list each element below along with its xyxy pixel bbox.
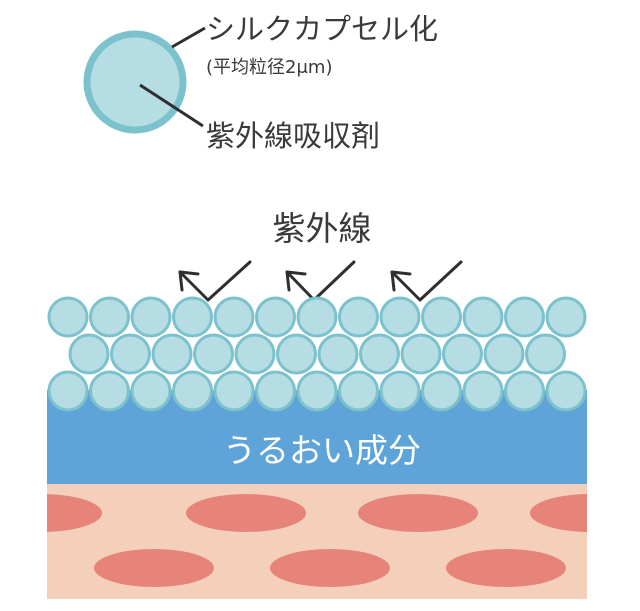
skin-layer (47, 484, 587, 599)
capsule-label: シルクカプセル化 (206, 12, 438, 46)
silk-capsule (213, 296, 255, 338)
skin-cell (446, 549, 566, 587)
silk-capsule (400, 333, 442, 375)
silk-capsule (462, 370, 504, 412)
silk-capsule (193, 333, 234, 375)
uv-arrow-icon (390, 260, 463, 302)
skin-cell (94, 549, 214, 587)
silk-capsule (545, 296, 587, 338)
silk-capsule (338, 296, 379, 338)
silk-capsule (255, 370, 296, 412)
skin-cell (47, 494, 102, 532)
uv-arrow-icon (285, 260, 356, 302)
silk-capsule (421, 296, 462, 338)
silk-capsule (359, 333, 400, 375)
silk-capsule (442, 333, 483, 375)
capsule-size-label: (平均粒径2μm) (206, 57, 332, 78)
silk-capsule (296, 370, 338, 412)
silk-capsule (130, 296, 172, 338)
silk-capsule (379, 370, 421, 412)
uv-arrow-icon (178, 260, 252, 302)
skin-cell (186, 494, 306, 532)
silk-capsule (504, 370, 545, 412)
silk-capsule (110, 333, 151, 375)
skin-cell (530, 494, 587, 532)
silk-capsule (130, 370, 172, 412)
capsule-legend: シルクカプセル化 (平均粒径2μm) 紫外線吸収剤 (83, 12, 438, 153)
silk-capsule (151, 333, 193, 375)
silk-capsule (276, 333, 317, 375)
silk-capsule (338, 370, 379, 412)
capsule-leader-line (171, 26, 206, 49)
silk-capsule (504, 296, 545, 338)
skin-cells (47, 494, 587, 587)
silk-capsule (317, 333, 359, 375)
moisture-label: うるおい成分 (223, 431, 421, 470)
absorber-label: 紫外線吸収剤 (206, 119, 380, 153)
uv-label: 紫外線 (273, 209, 372, 248)
silk-capsule (462, 296, 504, 338)
silk-capsule (172, 296, 213, 338)
skin-cell (270, 549, 390, 587)
capsule-layer (47, 296, 587, 412)
silk-capsule (68, 333, 110, 375)
silk-capsule (213, 370, 255, 412)
skin-cell (358, 494, 478, 532)
silk-capsule (483, 333, 525, 375)
silk-capsule (172, 370, 213, 412)
silk-capsule (525, 333, 566, 375)
silk-capsule (47, 370, 89, 412)
uv-arrows (178, 260, 463, 302)
silk-capsule (421, 370, 462, 412)
silk-capsule (545, 370, 587, 412)
silk-capsule (296, 296, 338, 338)
silk-capsule (89, 370, 130, 412)
silk-capsule (47, 296, 89, 338)
silk-capsule (234, 333, 276, 375)
absorber-leader-line (139, 83, 204, 128)
capsule-legend-circle (83, 30, 187, 134)
silk-capsule (255, 296, 296, 338)
silk-capsule (89, 296, 130, 338)
silk-capsule (379, 296, 421, 338)
